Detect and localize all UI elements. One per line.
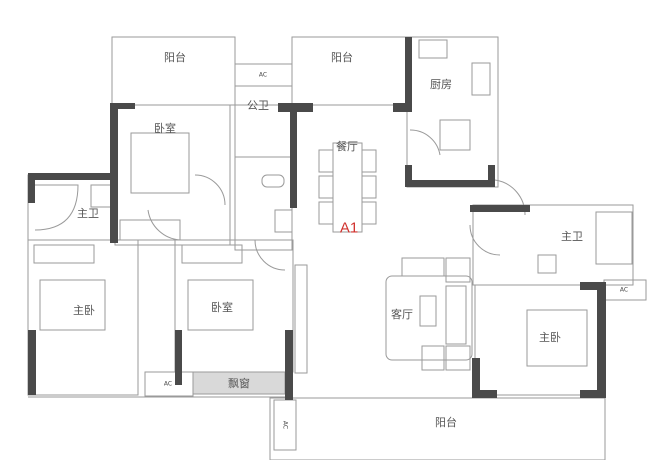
ac-box-top [234,63,293,87]
room-label-master-bath-left: 主卫 [77,207,99,220]
room-label-master-bed-right: 主卧 [539,331,561,344]
room-label-master-bath-right: 主卫 [561,230,583,243]
room-label-balcony-top-mid: 阳台 [331,51,353,64]
balcony-top-mid-outline [291,36,411,106]
room-label-bedroom-top: 卧室 [154,122,176,135]
ac-label-bottom-balcony: AC [281,420,289,430]
walls [28,37,606,400]
ac-label-bottom-left: AC [163,380,173,388]
room-label-living: 客厅 [391,308,413,321]
kitchen-outline [406,36,499,188]
room-label-bay-window: 飘窗 [228,377,250,390]
ac-label-top: AC [258,71,268,79]
room-label-kitchen: 厨房 [430,78,452,91]
room-label-dining: 餐厅 [336,140,358,153]
room-label-master-bed-left: 主卧 [73,304,95,317]
balcony-top-left-outline [111,36,236,106]
room-label-public-bath: 公卫 [247,99,269,112]
ac-label-right: AC [619,286,629,294]
room-label-balcony-top-left: 阳台 [164,51,186,64]
plan-title: A1 [339,219,359,237]
room-label-bedroom-mid: 卧室 [211,301,233,314]
room-label-balcony-bottom: 阳台 [435,416,457,429]
